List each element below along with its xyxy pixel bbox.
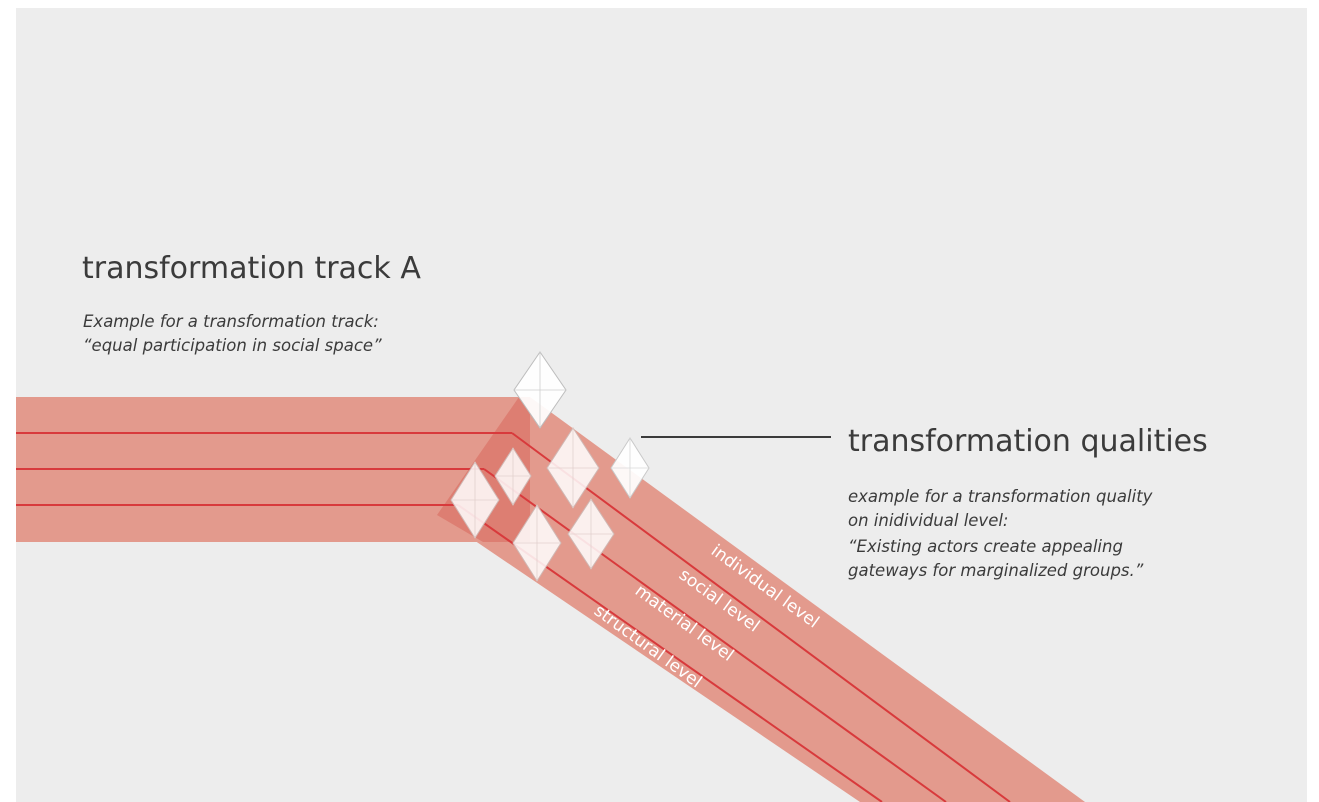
qualities-example-line-4: gateways for marginalized groups.” [848,561,1144,580]
quality-diamond [546,427,600,509]
quality-diamond [610,437,650,499]
quality-diamonds [450,351,650,582]
quality-diamond [450,461,500,539]
track-title: transformation track A [82,251,421,286]
track-example-line-1: Example for a transformation track: [83,312,379,331]
track-line-individual-diagonal [511,432,1011,802]
qualities-example-line-2: on inidividual level: [848,511,1009,530]
track-example-line-2: “equal participation in social space” [83,336,382,355]
track-line-social-diagonal [483,468,947,802]
track-band-group [16,397,1085,802]
quality-diamond [567,498,615,570]
qualities-example-line-3: “Existing actors create appealing [848,537,1123,556]
qualities-title: transformation qualities [848,424,1208,459]
qualities-example-line-1: example for a transformation quality [848,487,1153,506]
quality-diamond [512,504,562,582]
quality-diamond [494,447,532,506]
quality-diamond [513,351,567,429]
